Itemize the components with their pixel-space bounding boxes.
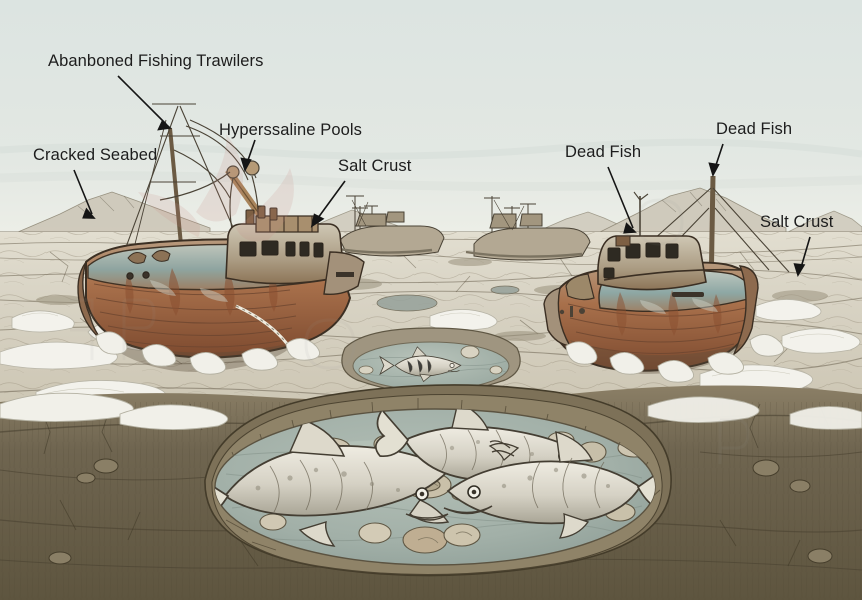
large-right-trawler — [543, 175, 790, 383]
distant-trawler-right — [465, 196, 591, 261]
large-left-trawler — [77, 103, 365, 375]
label-cracked-seabed: Cracked Seabed — [33, 146, 158, 164]
arrow-seabed — [73, 169, 96, 219]
label-arrows — [73, 75, 811, 277]
watermark — [70, 134, 750, 464]
label-salt-crust-left: Salt Crust — [338, 157, 412, 175]
label-salt-crust-right: Salt Crust — [760, 213, 834, 231]
arrow-pools — [240, 139, 256, 173]
mid-pool — [341, 327, 521, 395]
dead-fish-mid — [379, 346, 462, 383]
foreground-bank — [0, 384, 862, 600]
arrow-trawlers — [117, 75, 172, 131]
far-hills — [17, 187, 862, 233]
sky — [0, 0, 862, 232]
distant-trawler-left — [331, 195, 445, 257]
label-abandoned-trawlers: Abanboned Fishing Trawilers — [48, 52, 264, 70]
arrow-fish-left — [607, 166, 637, 234]
arrow-salt-right — [793, 236, 811, 277]
arrow-fish-right — [708, 143, 724, 178]
arrow-salt-left — [310, 180, 346, 228]
label-dead-fish-left: Dead Fish — [565, 143, 642, 161]
label-dead-fish-right: Dead Fish — [716, 120, 793, 138]
label-hypersaline-pools: Hyperssaline Pools — [219, 121, 363, 139]
